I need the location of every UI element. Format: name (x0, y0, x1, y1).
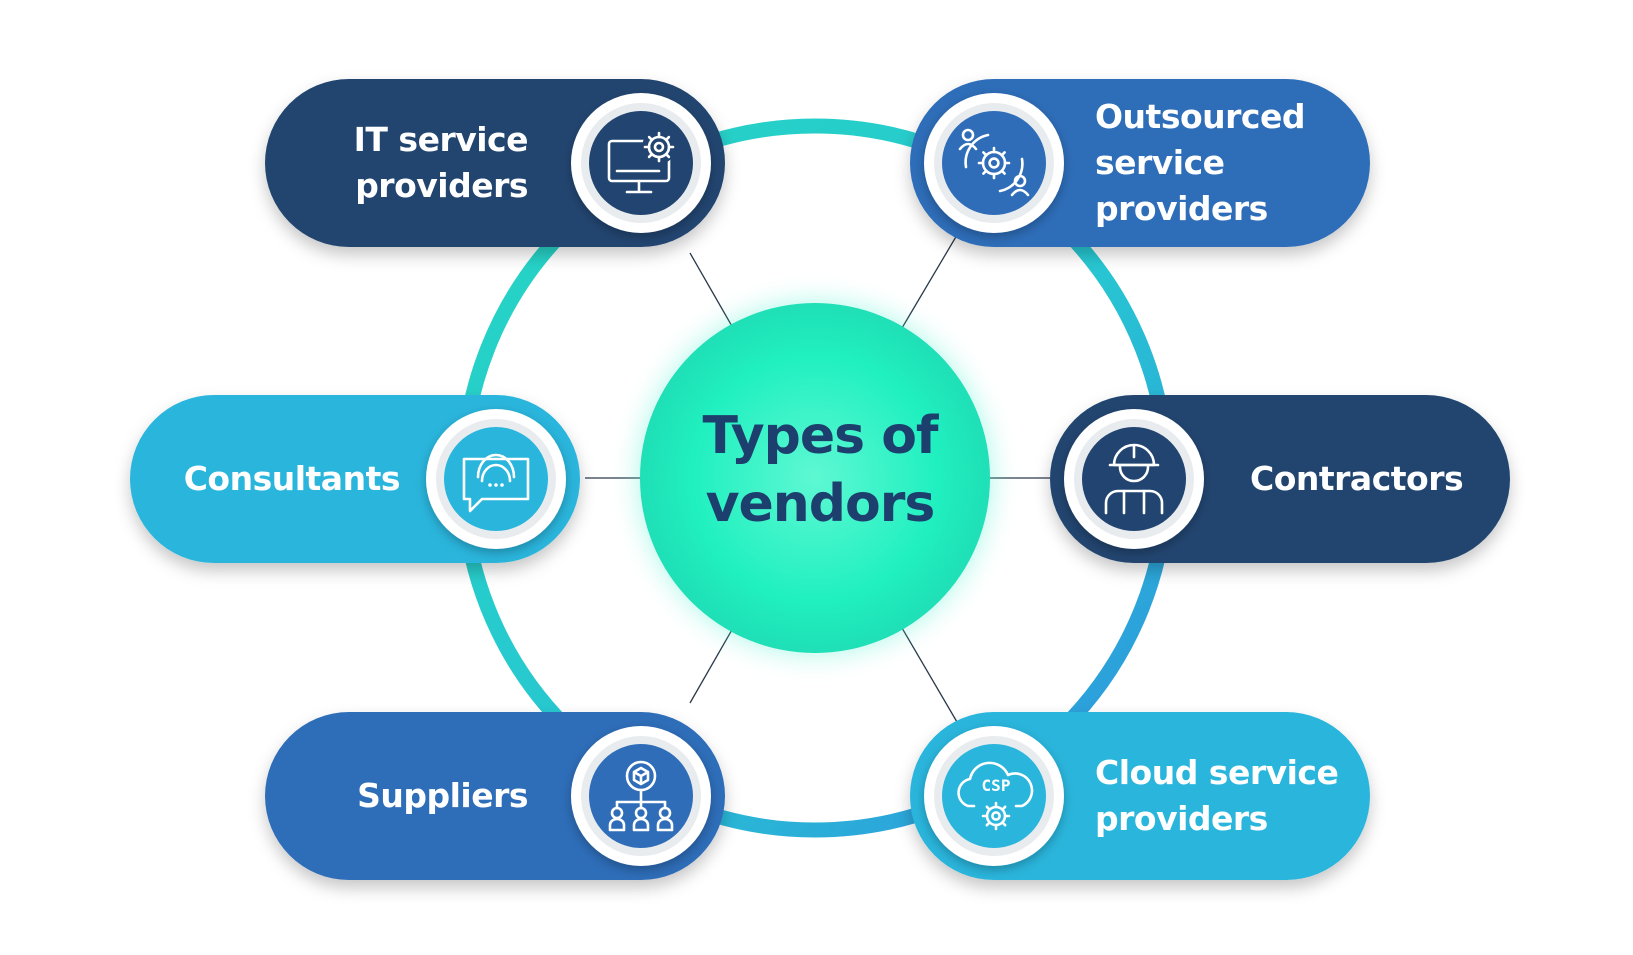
vendor-pill-contractors (1050, 395, 1510, 563)
vendor-pill-outsourced-service-providers (910, 79, 1370, 247)
center-title: Types of vendors (702, 406, 938, 534)
vendor-pill-consultants (130, 395, 580, 563)
icon-disc-inner (444, 427, 548, 531)
vendor-label-cloud-service-providers: Cloud service providers (1095, 712, 1360, 880)
outsourcing-cycle-icon (958, 128, 1030, 197)
connector-suppliers (689, 627, 734, 704)
vendor-label-text: Contractors (1250, 459, 1464, 498)
vendor-label-contractors: Contractors (1250, 395, 1490, 563)
vendor-label-it-service-providers: IT service providers (300, 79, 529, 247)
vendor-label-text: Cloud service providers (1095, 753, 1339, 838)
connector-cloud (901, 627, 958, 723)
connector-lines (585, 234, 1050, 723)
vendor-pills: CSP (130, 79, 1510, 880)
vendor-pill-it-service-providers (265, 79, 725, 247)
monitor-gear-icon (607, 130, 676, 194)
connector-outsourced (901, 234, 958, 329)
worker-helmet-icon (1104, 443, 1164, 515)
icon-disc-inner (589, 111, 693, 215)
vendor-label-text: Consultants (183, 459, 401, 498)
center-circle (640, 303, 990, 653)
vendor-label-consultants: Consultants (150, 395, 401, 563)
cloud-csp-icon: CSP (957, 761, 1034, 831)
support-chat-icon (462, 453, 530, 513)
gear-glyph (643, 131, 675, 163)
vendor-pill-suppliers (265, 712, 725, 880)
connector-it (689, 252, 734, 329)
icon-disc-inner (942, 111, 1046, 215)
gear-glyph (981, 801, 1011, 831)
vendor-label-text: IT service providers (353, 120, 529, 205)
vendor-label-text: Outsourced service providers (1095, 97, 1305, 228)
vendor-label-outsourced-service-providers: Outsourced service providers (1095, 79, 1360, 247)
gear-glyph (977, 146, 1011, 180)
vendor-pill-cloud-service-providers: CSP (910, 712, 1370, 880)
icon-disc-inner (942, 744, 1046, 848)
supply-network-icon (608, 760, 674, 832)
vendor-label-text: Suppliers (357, 776, 528, 815)
icon-disc-inner (1082, 427, 1186, 531)
vendor-label-suppliers: Suppliers (300, 712, 528, 880)
csp-text: CSP (982, 776, 1011, 795)
